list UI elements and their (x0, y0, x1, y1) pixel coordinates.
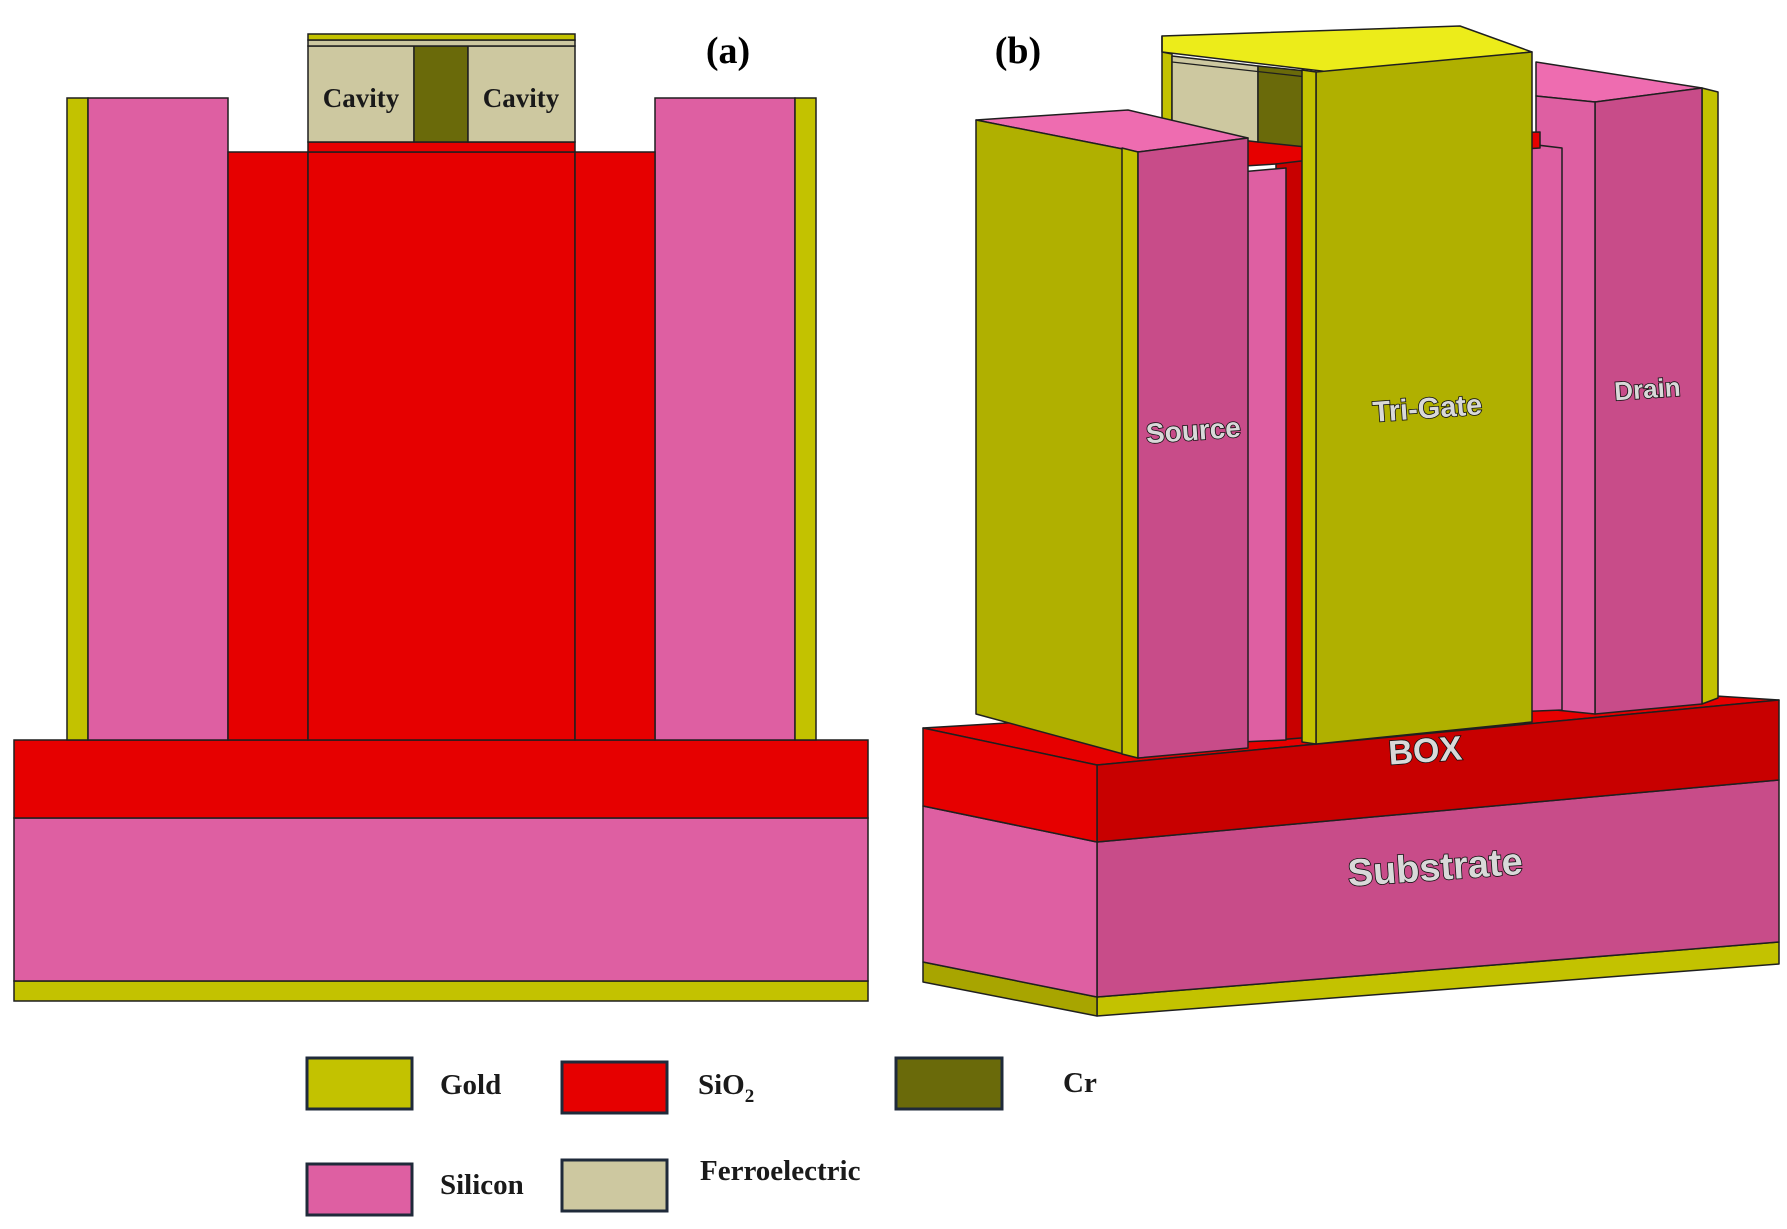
legend-swatch-ferroelectric (560, 1158, 669, 1213)
a-bottom-gold-contact (13, 980, 869, 1002)
a-source-silicon (87, 97, 229, 741)
b-drain-gold-side (1701, 87, 1719, 705)
a-left-gold-electrode (66, 97, 89, 741)
legend-label-ferroelectric: Ferroelectric (700, 1155, 861, 1187)
legend: Gold SiO2 Cr Silicon Ferroelectric (305, 1056, 1097, 1217)
legend-label-sio2-base: SiO (698, 1069, 745, 1101)
a-right-gold-electrode (794, 97, 817, 741)
legend-swatch-sio2 (560, 1060, 669, 1115)
a-gate-oxide-cap (307, 141, 576, 153)
a-right-oxide-spacer (574, 151, 656, 741)
b-box-side (922, 727, 1098, 843)
b-box-label: BOX (1387, 729, 1463, 772)
legend-swatch-silicon (305, 1162, 414, 1217)
b-source-gold-front (975, 119, 1139, 759)
a-ferroelectric-cavity-left (307, 45, 415, 143)
legend-item-cr: Cr (894, 1056, 1097, 1111)
b-source-gold-edge (1121, 147, 1139, 759)
a-cr-layer (413, 45, 469, 143)
panel-b-3d-view (922, 25, 1780, 1017)
legend-label-gold: Gold (440, 1069, 501, 1101)
legend-label-sio2: SiO2 (698, 1069, 754, 1107)
legend-item-ferroelectric: Ferroelectric (560, 1155, 861, 1213)
legend-swatch-cr (894, 1056, 1004, 1111)
a-cavity-right-label: Cavity (483, 83, 560, 113)
b-trigate-side (1301, 69, 1317, 745)
legend-item-silicon: Silicon (305, 1162, 524, 1217)
legend-label-silicon: Silicon (440, 1169, 524, 1201)
b-drain-label: Drain (1613, 372, 1681, 407)
b-ferroelectric-strip-line (1171, 61, 1317, 79)
legend-label-cr: Cr (1063, 1067, 1097, 1099)
legend-item-sio2: SiO2 (560, 1060, 754, 1115)
a-box-layer (13, 739, 869, 819)
b-source-front (1137, 137, 1249, 759)
b-source-label: Source (1145, 412, 1242, 450)
panel-b-label: (b) (995, 30, 1041, 72)
a-gate-ferroelectric-strip (307, 39, 576, 47)
a-drain-silicon (654, 97, 796, 741)
legend-swatch-gold (305, 1056, 414, 1111)
panel-a-cross-section (13, 33, 869, 1002)
a-gate-gold-cap (307, 33, 576, 41)
a-ferroelectric-cavity-right (467, 45, 576, 143)
a-left-oxide-spacer (227, 151, 309, 741)
legend-label-sio2-sub: 2 (745, 1086, 755, 1107)
legend-item-gold: Gold (305, 1056, 501, 1111)
panel-a-label: (a) (706, 30, 750, 72)
a-silicon-substrate (13, 817, 869, 982)
a-central-oxide-block (307, 151, 576, 741)
a-cavity-left-label: Cavity (323, 83, 400, 113)
